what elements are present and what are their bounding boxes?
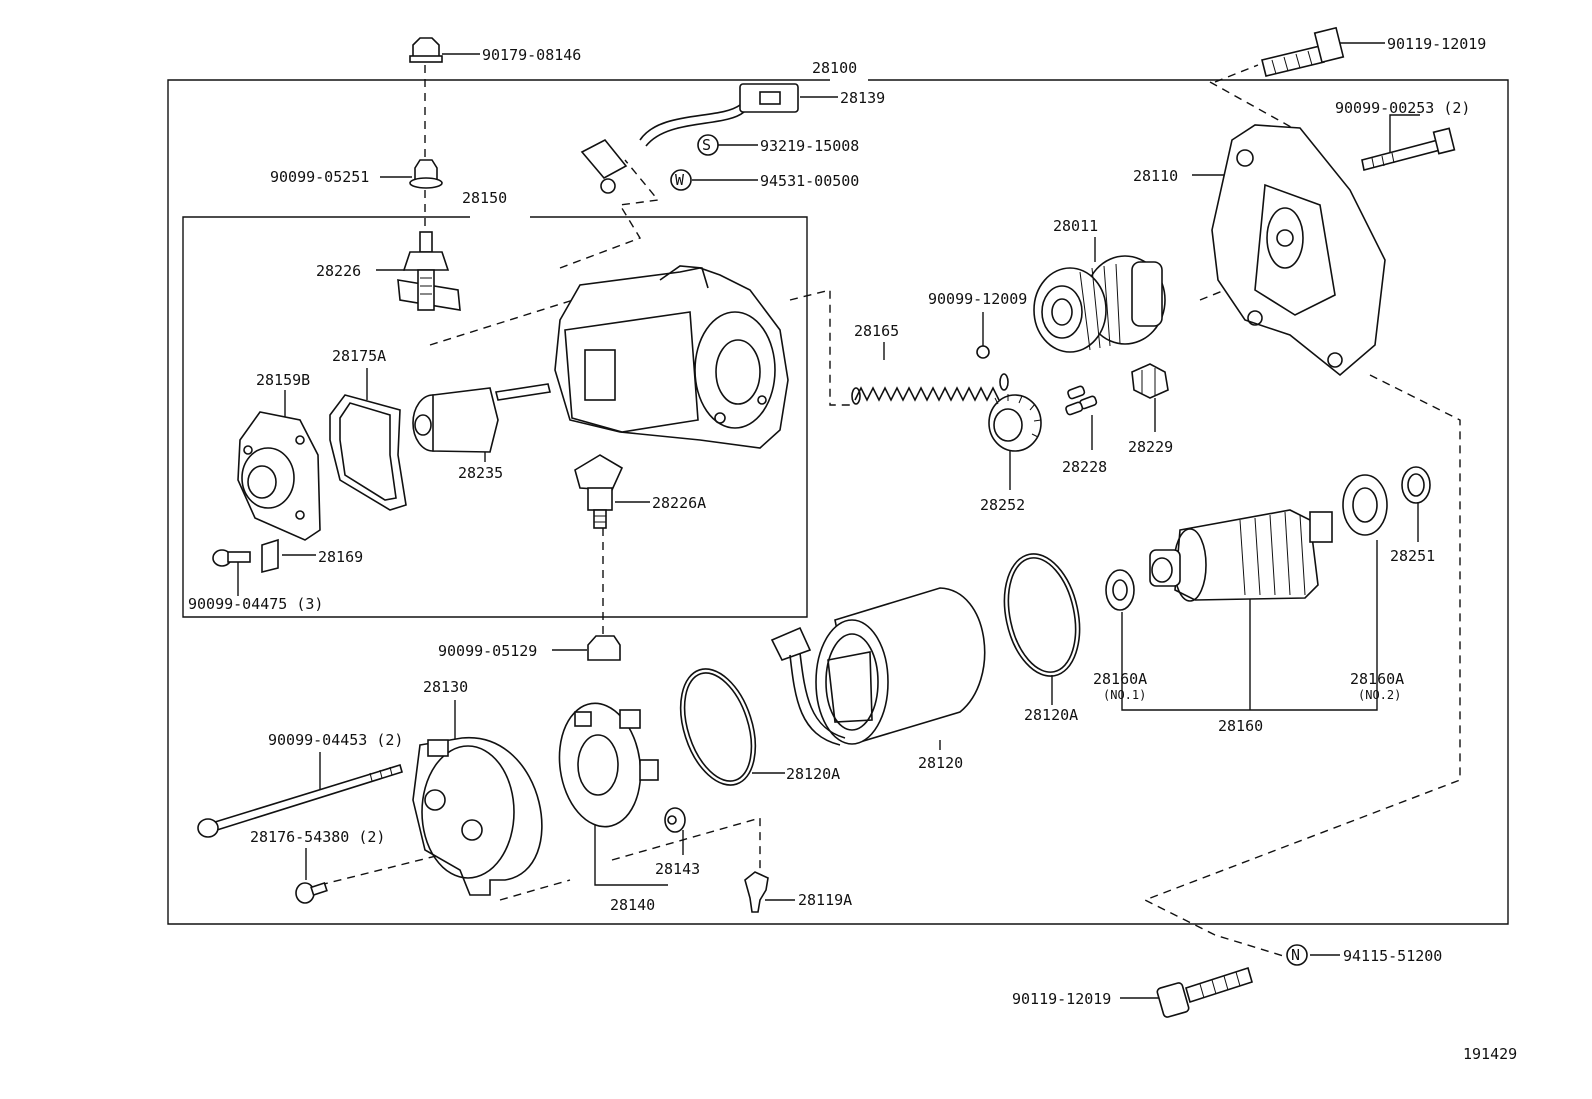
spring-28165 — [851, 373, 1009, 405]
label-28226: 28226 — [316, 262, 361, 280]
label-28226A: 28226A — [652, 494, 706, 512]
label-28120A-right: 28120A — [1024, 706, 1078, 724]
label-90099-12009: 90099-12009 — [928, 290, 1027, 308]
cover-28159B — [237, 411, 321, 541]
o-ring-28120A-right — [1003, 553, 1081, 677]
assembly-outline-28100 — [167, 79, 1509, 925]
label-28150: 28150 — [462, 189, 507, 207]
bearing-28160A-no2 — [1342, 474, 1388, 536]
label-28169: 28169 — [318, 548, 363, 566]
o-ring-28120A-left — [679, 668, 757, 786]
label-28235: 28235 — [458, 464, 503, 482]
label-94115-51200: 94115-51200 — [1343, 947, 1442, 965]
label-28100: 28100 — [812, 59, 857, 77]
leader-lines — [237, 42, 1420, 999]
screw-90099-04475 — [212, 549, 251, 567]
w-marker-label: W — [675, 171, 685, 189]
terminal-28226A — [574, 454, 624, 529]
label-28130: 28130 — [423, 678, 468, 696]
brush-holder-28140 — [558, 702, 659, 828]
label-90179-08146: 90179-08146 — [482, 46, 581, 64]
label-90099-00253: 90099-00253 (2) — [1335, 99, 1470, 117]
n-marker: N — [1286, 944, 1308, 966]
pin-28119A — [744, 871, 769, 913]
label-28228: 28228 — [1062, 458, 1107, 476]
brush-spring-28143 — [664, 807, 686, 833]
label-28252: 28252 — [980, 496, 1025, 514]
solenoid-housing-28150 — [554, 265, 789, 449]
through-bolt-90099-04453 — [197, 763, 403, 838]
label-28251: 28251 — [1390, 547, 1435, 565]
screw-28176-54380 — [295, 882, 328, 904]
label-28160A-no1-sub: (NO.1) — [1103, 688, 1146, 702]
label-28229: 28229 — [1128, 438, 1173, 456]
label-28119A: 28119A — [798, 891, 852, 909]
label-28175A: 28175A — [332, 347, 386, 365]
gasket-28175A — [329, 394, 407, 511]
starter-clutch-28011 — [1033, 255, 1166, 353]
label-90099-04453: 90099-04453 (2) — [268, 731, 403, 749]
label-93219-15008: 93219-15008 — [760, 137, 859, 155]
label-94531-00500: 94531-00500 — [760, 172, 859, 190]
label-28140: 28140 — [610, 896, 655, 914]
label-90099-05129: 90099-05129 — [438, 642, 537, 660]
bolt-90119-12019-top — [1261, 26, 1345, 77]
armature-28160 — [1149, 509, 1333, 602]
label-28160A-no1: 28160A — [1093, 670, 1147, 688]
diagram-id: 191429 — [1463, 1045, 1517, 1063]
rollers-28228 — [1065, 385, 1098, 416]
bolt-90099-00253 — [1361, 127, 1456, 171]
bolt-90119-12019-bottom — [1156, 966, 1253, 1018]
yoke-28120 — [770, 587, 986, 746]
steel-ball-90099-12009 — [976, 345, 990, 359]
nut-90179-08146 — [409, 37, 443, 63]
label-28143: 28143 — [655, 860, 700, 878]
plunger-28235 — [412, 383, 551, 453]
part-labels: 28100 28139 90179-08146 90119-12019 9009… — [188, 35, 1517, 1063]
label-28120: 28120 — [918, 754, 963, 772]
nut-90099-05129 — [587, 635, 621, 661]
label-28160: 28160 — [1218, 717, 1263, 735]
n-marker-label: N — [1291, 946, 1300, 964]
lead-wire-28139 — [580, 83, 799, 194]
label-28011: 28011 — [1053, 217, 1098, 235]
drive-housing-28110 — [1211, 124, 1386, 377]
clip-28169 — [261, 538, 279, 574]
label-28176-54380: 28176-54380 (2) — [250, 828, 385, 846]
label-28165: 28165 — [854, 322, 899, 340]
nut-90099-05251 — [409, 159, 443, 189]
end-frame-28130 — [412, 737, 543, 896]
label-90099-04475: 90099-04475 (3) — [188, 595, 323, 613]
bearing-28251 — [1401, 466, 1431, 504]
label-90099-05251: 90099-05251 — [270, 168, 369, 186]
label-28159B: 28159B — [256, 371, 310, 389]
label-90119-12019-bottom: 90119-12019 — [1012, 990, 1111, 1008]
label-28160A-no2-sub: (NO.2) — [1358, 688, 1401, 702]
bearing-28160A-no1 — [1105, 569, 1135, 611]
label-90119-12019-top: 90119-12019 — [1387, 35, 1486, 53]
label-28120A-left: 28120A — [786, 765, 840, 783]
s-marker: S — [697, 134, 719, 156]
idler-gear-28252 — [988, 394, 1042, 452]
label-28160A-no2: 28160A — [1350, 670, 1404, 688]
retainer-28229 — [1131, 363, 1169, 399]
terminal-bolt-28226 — [397, 231, 461, 311]
s-marker-label: S — [702, 136, 711, 154]
subassembly-outline-28150 — [182, 216, 808, 618]
label-28139: 28139 — [840, 89, 885, 107]
w-marker: W — [670, 169, 692, 191]
label-28110: 28110 — [1133, 167, 1178, 185]
